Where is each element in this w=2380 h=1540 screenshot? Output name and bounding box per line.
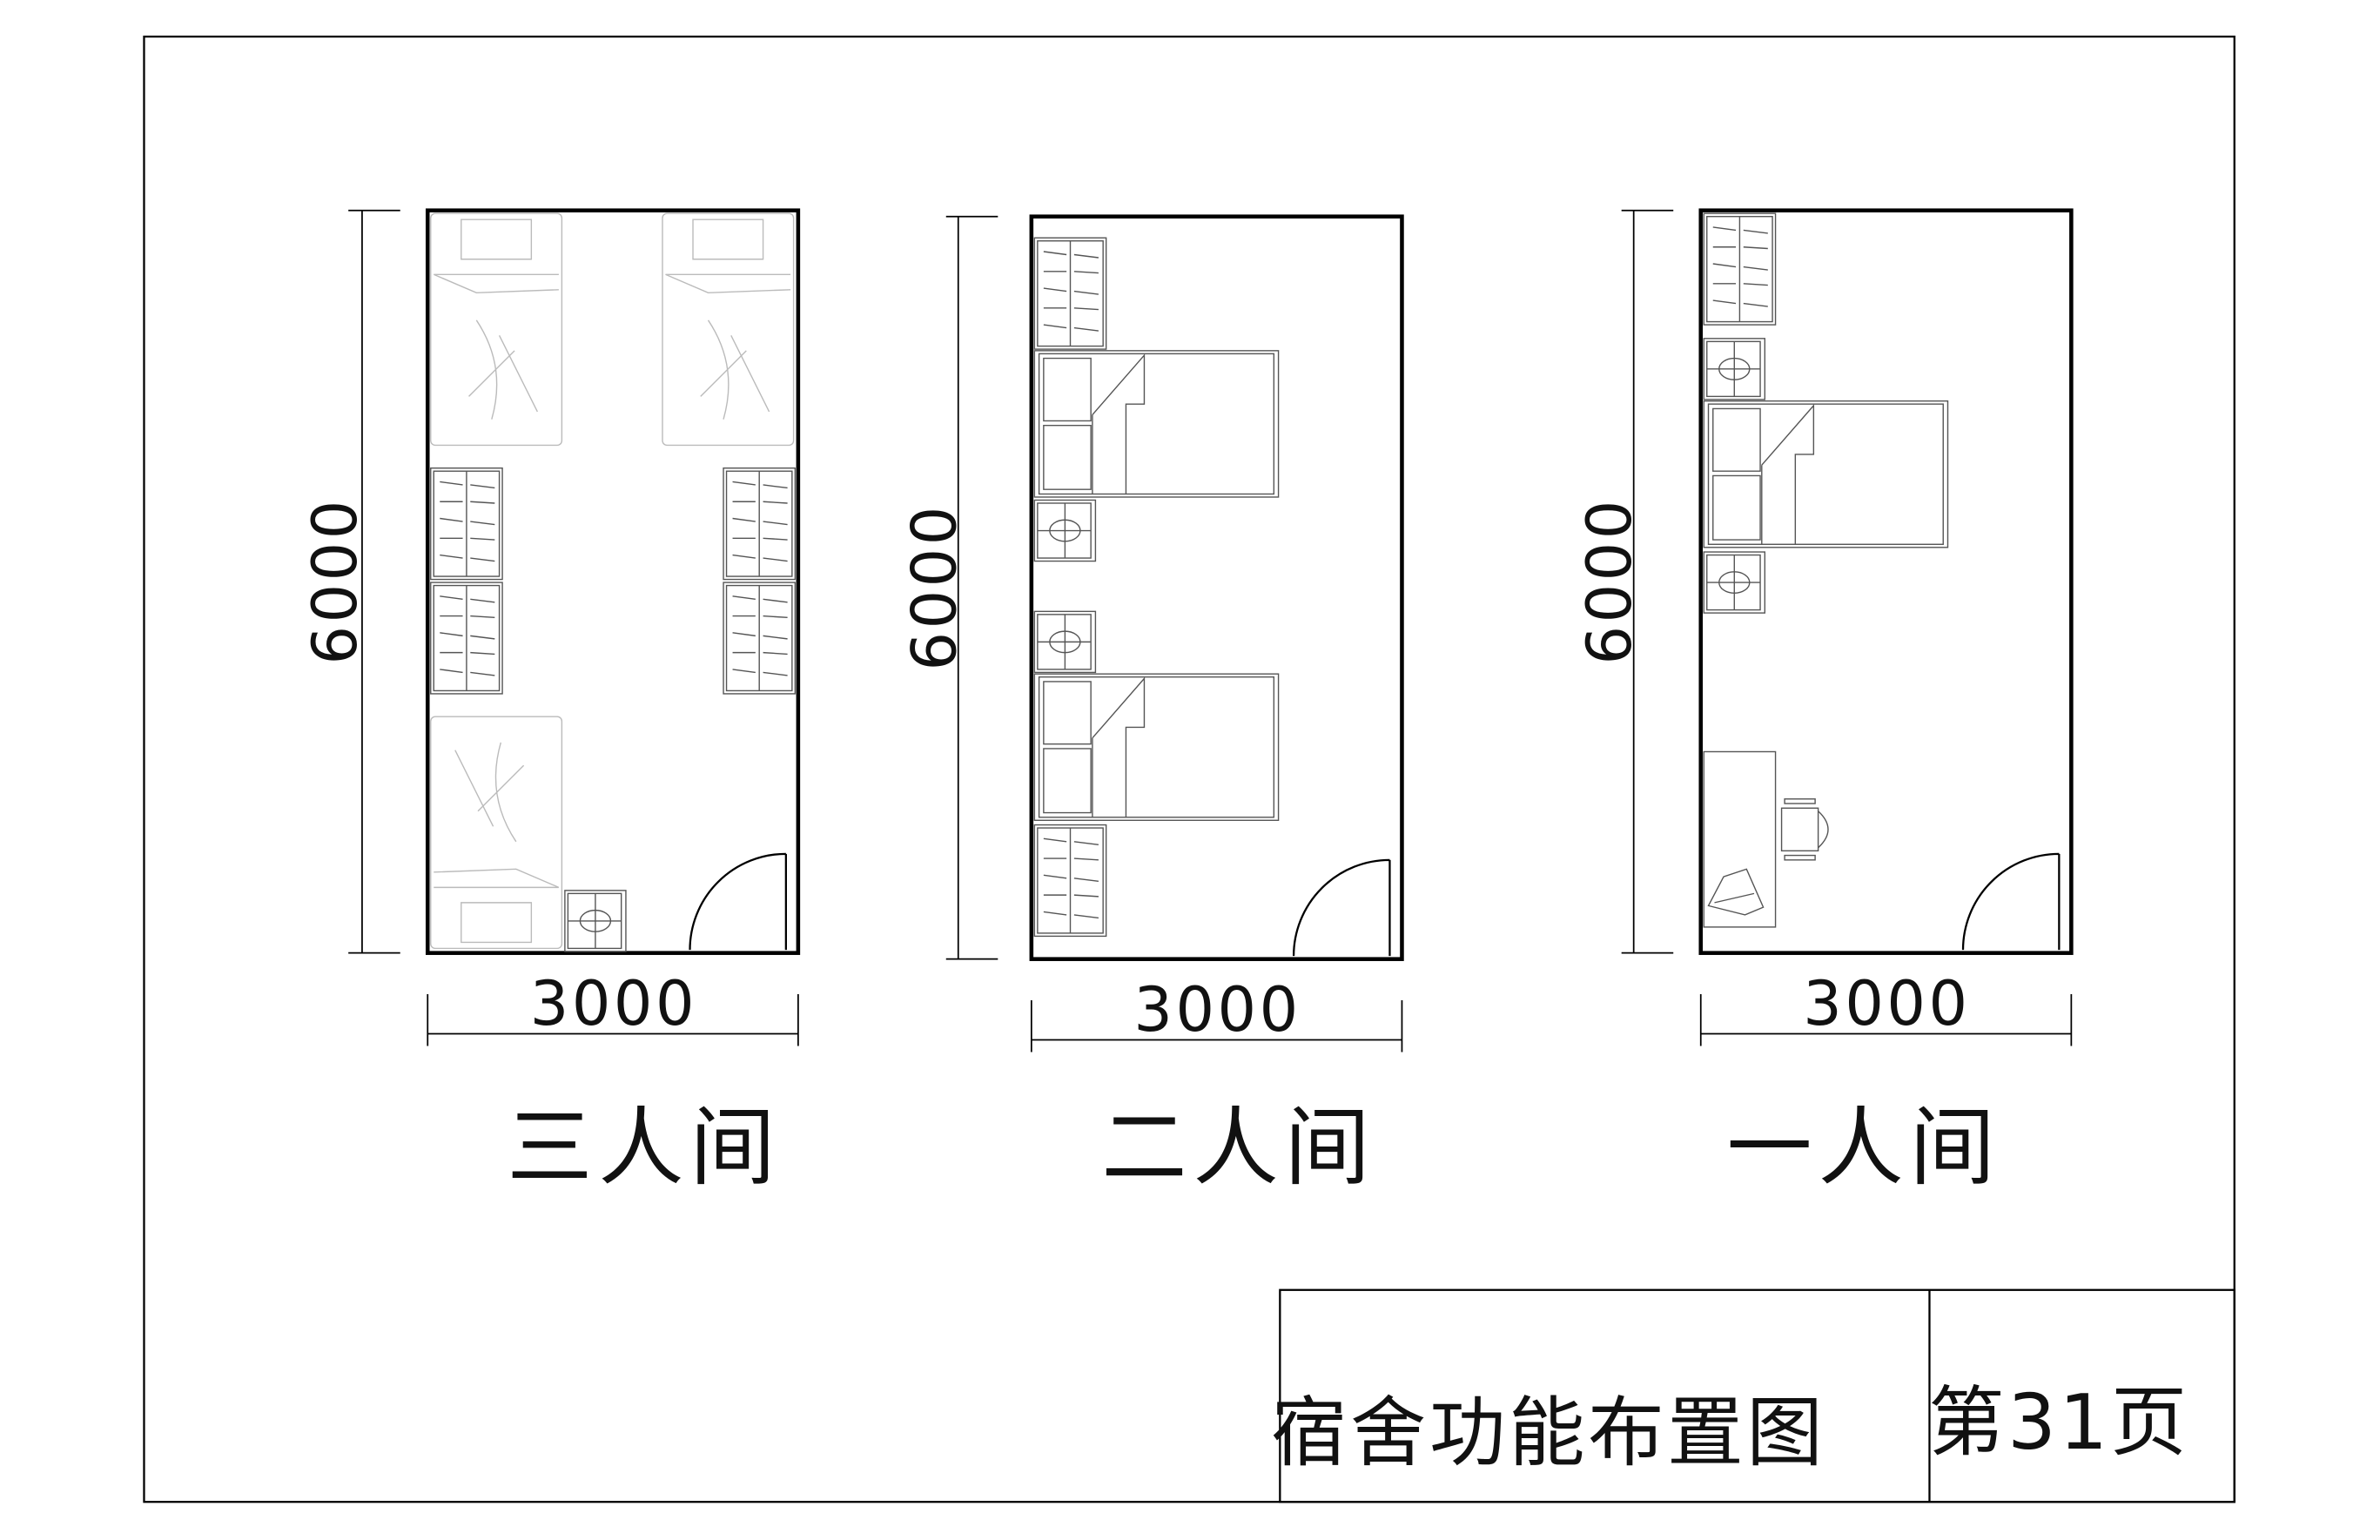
- width-dimension: 3000: [427, 968, 799, 1046]
- height-dimension: 6000: [299, 209, 400, 954]
- wardrobe: [723, 582, 797, 695]
- nightstand: [1033, 610, 1097, 674]
- wardrobe: [723, 467, 797, 581]
- door-swing: [1961, 852, 2061, 951]
- room-walls: [1029, 214, 1404, 961]
- title-block: 宿舍功能布置图 第31页: [1271, 1288, 2235, 1503]
- bed: [1033, 350, 1280, 498]
- nightstand: [1703, 551, 1766, 614]
- door-swing: [1292, 858, 1391, 957]
- bed: [1703, 400, 1949, 548]
- bed: [1033, 673, 1280, 821]
- room-double: 6000 3000 二人间: [898, 214, 1404, 1198]
- height-dimension-text: 6000: [1574, 497, 1645, 664]
- bed: [430, 212, 563, 447]
- page-number: 第31页: [1928, 1378, 2190, 1467]
- room-label: 一人间: [1727, 1099, 2001, 1198]
- wardrobe: [430, 467, 503, 581]
- width-dimension-text: 3000: [1803, 968, 1970, 1039]
- bed: [662, 212, 795, 447]
- room-single: 6000 3000 一人间: [1574, 208, 2074, 1198]
- nightstand: [564, 890, 627, 952]
- sheet-border: [143, 35, 2235, 1503]
- wardrobe: [1033, 824, 1107, 938]
- nightstand: [1033, 499, 1097, 562]
- wardrobe: [1703, 212, 1777, 326]
- height-dimension-text: 6000: [299, 497, 371, 664]
- width-dimension-text: 3000: [1133, 974, 1301, 1046]
- bed: [430, 716, 563, 950]
- door-swing: [689, 852, 787, 951]
- height-dimension: 6000: [1574, 209, 1674, 954]
- width-dimension: 3000: [1699, 968, 2073, 1046]
- room-label: 三人间: [507, 1099, 781, 1198]
- room-walls: [425, 208, 801, 955]
- height-dimension: 6000: [898, 215, 998, 960]
- room-label: 二人间: [1101, 1099, 1375, 1198]
- height-dimension-text: 6000: [898, 503, 970, 670]
- room-triple: 6000 3000 三人间: [299, 208, 801, 1198]
- wardrobe: [1033, 237, 1107, 350]
- chair: [1780, 798, 1829, 861]
- width-dimension: 3000: [1030, 974, 1403, 1052]
- width-dimension-text: 3000: [530, 968, 697, 1039]
- nightstand: [1703, 338, 1766, 400]
- desk-lamp: [1707, 868, 1765, 916]
- room-walls: [1698, 208, 2074, 955]
- desk: [1703, 750, 1777, 928]
- wardrobe: [430, 582, 503, 695]
- drawing-title: 宿舍功能布置图: [1271, 1389, 1825, 1477]
